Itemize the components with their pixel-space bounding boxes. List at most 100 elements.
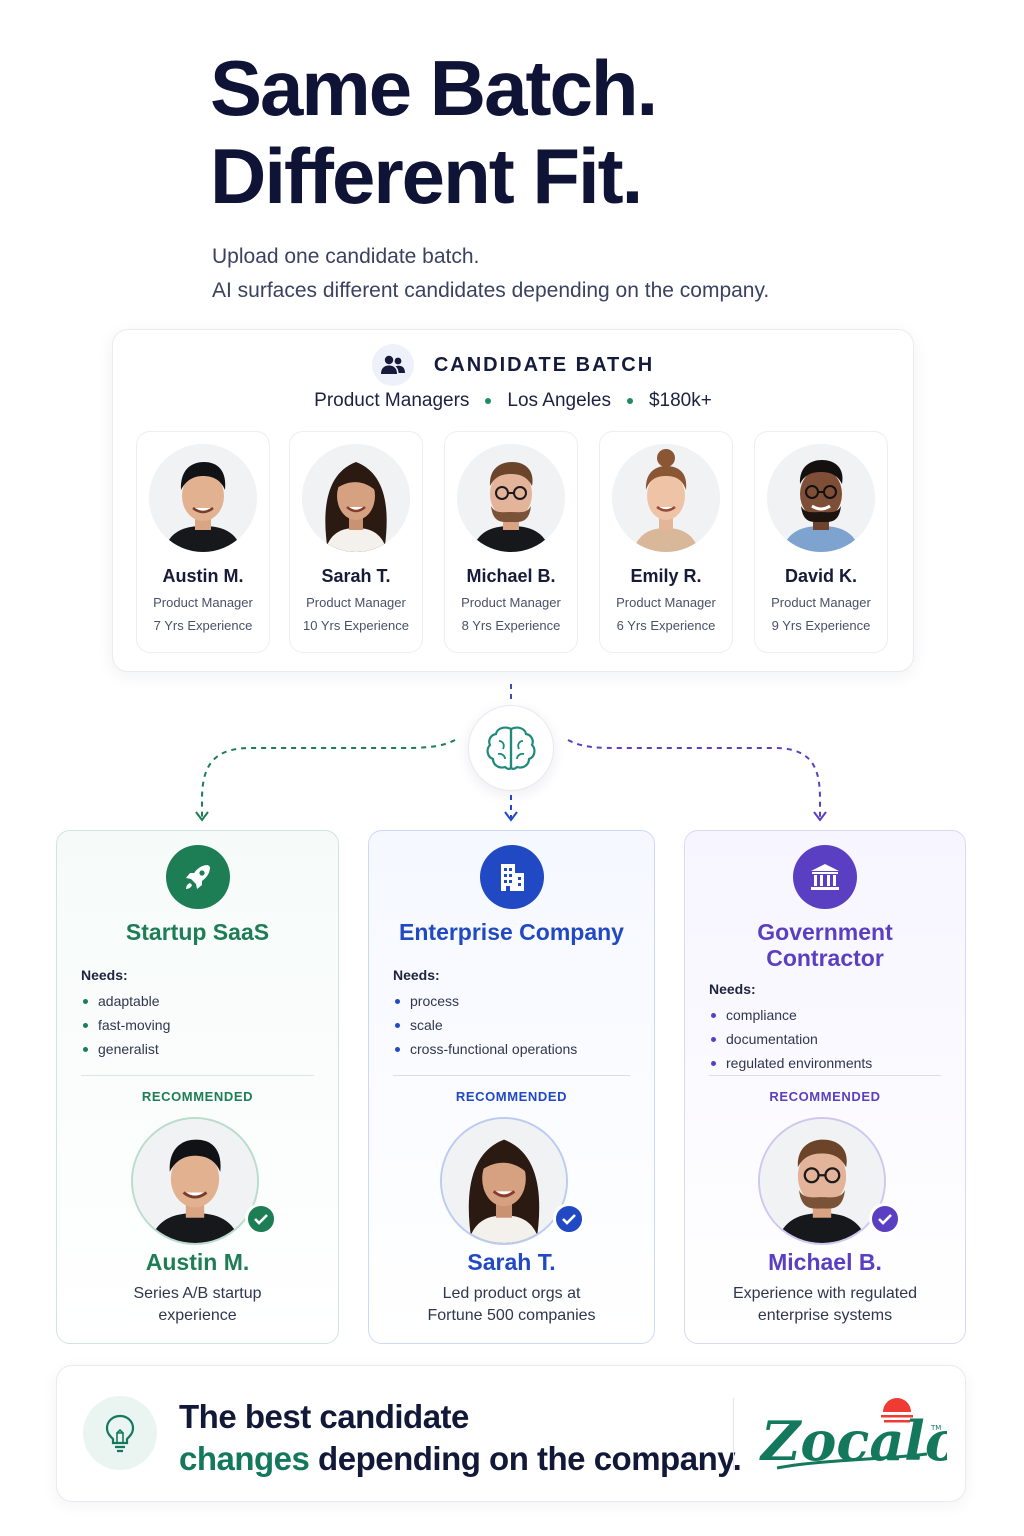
company-card-startup[interactable]: Startup SaaS Needs: adaptable fast-movin… xyxy=(56,830,339,1344)
candidate-card-emily[interactable]: Emily R. Product Manager 6 Yrs Experienc… xyxy=(599,431,733,653)
check-icon xyxy=(869,1203,901,1235)
avatar xyxy=(149,444,257,552)
need-item: documentation xyxy=(709,1027,965,1051)
banner-line-1: The best candidate xyxy=(179,1398,469,1435)
banner-line-2: changes depending on the company. xyxy=(179,1438,742,1480)
lightbulb-icon xyxy=(83,1396,157,1470)
candidate-role: Product Manager xyxy=(771,595,871,610)
recommended-description-line-1: Experience with regulated xyxy=(732,1285,918,1302)
candidate-name: Emily R. xyxy=(630,566,702,586)
recommended-description-line-1: Series A/B startup xyxy=(133,1285,262,1302)
meta-separator-dot xyxy=(626,398,633,404)
recommended-description: Experience with regulated enterprise sys… xyxy=(695,1283,955,1327)
recommended-label: RECOMMENDED xyxy=(455,1089,568,1104)
need-item: generalist xyxy=(81,1037,338,1061)
candidate-card-sarah[interactable]: Sarah T. Product Manager 10 Yrs Experien… xyxy=(289,431,423,653)
candidate-experience: 8 Yrs Experience xyxy=(461,618,561,633)
avatar xyxy=(302,444,410,552)
need-item: regulated environments xyxy=(709,1051,965,1075)
zocalo-logo[interactable]: Zocalo TM xyxy=(757,1390,961,1480)
candidate-role: Product Manager xyxy=(616,595,716,610)
bottom-banner: The best candidate changes depending on … xyxy=(56,1365,966,1502)
company-title-line-1: Government xyxy=(757,919,893,945)
building-icon xyxy=(479,845,544,909)
need-item: process xyxy=(393,989,654,1013)
subheadline: Upload one candidate batch. AI surfaces … xyxy=(212,240,769,308)
batch-location: Los Angeles xyxy=(507,390,611,411)
needs-label: Needs: xyxy=(393,967,440,983)
company-card-government[interactable]: Government Contractor Needs: compliance … xyxy=(684,830,966,1344)
candidate-experience: 6 Yrs Experience xyxy=(616,618,716,633)
recommended-name: Michael B. xyxy=(768,1249,882,1275)
candidate-experience: 9 Yrs Experience xyxy=(771,618,871,633)
batch-header: CANDIDATE BATCH xyxy=(113,344,913,386)
check-icon xyxy=(245,1203,277,1235)
candidate-role: Product Manager xyxy=(461,595,561,610)
company-title-line-2: Contractor xyxy=(766,945,884,971)
recommended-name: Sarah T. xyxy=(467,1249,556,1275)
logo-trademark: TM xyxy=(930,1424,941,1432)
batch-salary: $180k+ xyxy=(648,390,712,411)
batch-title: CANDIDATE BATCH xyxy=(433,353,655,376)
candidate-name: Sarah T. xyxy=(321,566,391,586)
candidate-experience: 10 Yrs Experience xyxy=(303,618,409,633)
banner-divider xyxy=(733,1398,734,1470)
banner-tagline: The best candidate changes depending on … xyxy=(179,1396,742,1480)
candidate-batch-card: CANDIDATE BATCH Product Managers Los Ang… xyxy=(112,329,914,672)
needs-label: Needs: xyxy=(81,967,128,983)
candidate-role: Product Manager xyxy=(306,595,406,610)
company-title: Startup SaaS xyxy=(125,919,270,945)
candidate-card-austin[interactable]: Austin M. Product Manager 7 Yrs Experien… xyxy=(136,431,270,653)
needs-list: Needs: process scale cross-functional op… xyxy=(369,967,654,1061)
avatar xyxy=(457,444,565,552)
rocket-icon xyxy=(165,845,230,909)
need-item: adaptable xyxy=(81,989,338,1013)
batch-meta: Product Managers Los Angeles $180k+ xyxy=(113,390,913,412)
ai-brain-icon xyxy=(468,705,554,791)
recommended-avatar xyxy=(440,1117,568,1245)
logo-wordmark: Zocalo xyxy=(759,1409,947,1473)
page-title: Same Batch. Different Fit. xyxy=(210,44,658,220)
company-title: Enterprise Company xyxy=(399,919,624,945)
headline-line-2: Different Fit. xyxy=(210,132,643,220)
company-card-enterprise[interactable]: Enterprise Company Needs: process scale … xyxy=(368,830,655,1344)
recommended-description: Led product orgs at Fortune 500 companie… xyxy=(379,1283,644,1327)
recommended-avatar xyxy=(758,1117,886,1245)
recommended-description-line-2: enterprise systems xyxy=(757,1307,893,1324)
divider xyxy=(393,1075,630,1076)
meta-separator-dot xyxy=(485,398,492,404)
recommended-label: RECOMMENDED xyxy=(769,1089,881,1104)
need-item: compliance xyxy=(709,1003,965,1027)
recommended-description-line-1: Led product orgs at xyxy=(442,1285,581,1302)
divider xyxy=(709,1075,941,1076)
candidate-role: Product Manager xyxy=(153,595,253,610)
candidate-name: David K. xyxy=(784,566,858,586)
government-building-icon xyxy=(793,845,857,909)
candidate-card-david[interactable]: David K. Product Manager 9 Yrs Experienc… xyxy=(754,431,888,653)
need-item: cross-functional operations xyxy=(393,1037,654,1061)
users-icon xyxy=(371,344,414,386)
recommended-description-line-2: experience xyxy=(158,1307,237,1324)
candidate-card-michael[interactable]: Michael B. Product Manager 8 Yrs Experie… xyxy=(444,431,578,653)
needs-label: Needs: xyxy=(709,981,756,997)
recommended-avatar xyxy=(131,1117,259,1245)
need-item: fast-moving xyxy=(81,1013,338,1037)
recommended-name: Austin M. xyxy=(145,1249,250,1275)
candidate-name: Michael B. xyxy=(466,566,556,586)
needs-list: Needs: compliance documentation regulate… xyxy=(685,981,965,1075)
recommended-description-line-2: Fortune 500 companies xyxy=(427,1307,596,1324)
avatar xyxy=(767,444,875,552)
candidate-name: Austin M. xyxy=(162,566,244,586)
banner-line-2-rest: depending on the company. xyxy=(309,1440,742,1477)
candidate-experience: 7 Yrs Experience xyxy=(153,618,253,633)
subhead-line-2: AI surfaces different candidates dependi… xyxy=(212,279,770,302)
avatar xyxy=(612,444,720,552)
divider xyxy=(81,1075,314,1076)
recommended-description: Series A/B startup experience xyxy=(67,1283,328,1327)
need-item: scale xyxy=(393,1013,654,1037)
headline-line-1: Same Batch. xyxy=(210,44,658,132)
needs-list: Needs: adaptable fast-moving generalist xyxy=(57,967,338,1061)
banner-accent-word: changes xyxy=(179,1440,310,1477)
batch-role: Product Managers xyxy=(314,390,470,411)
company-title: Government Contractor xyxy=(685,919,965,971)
